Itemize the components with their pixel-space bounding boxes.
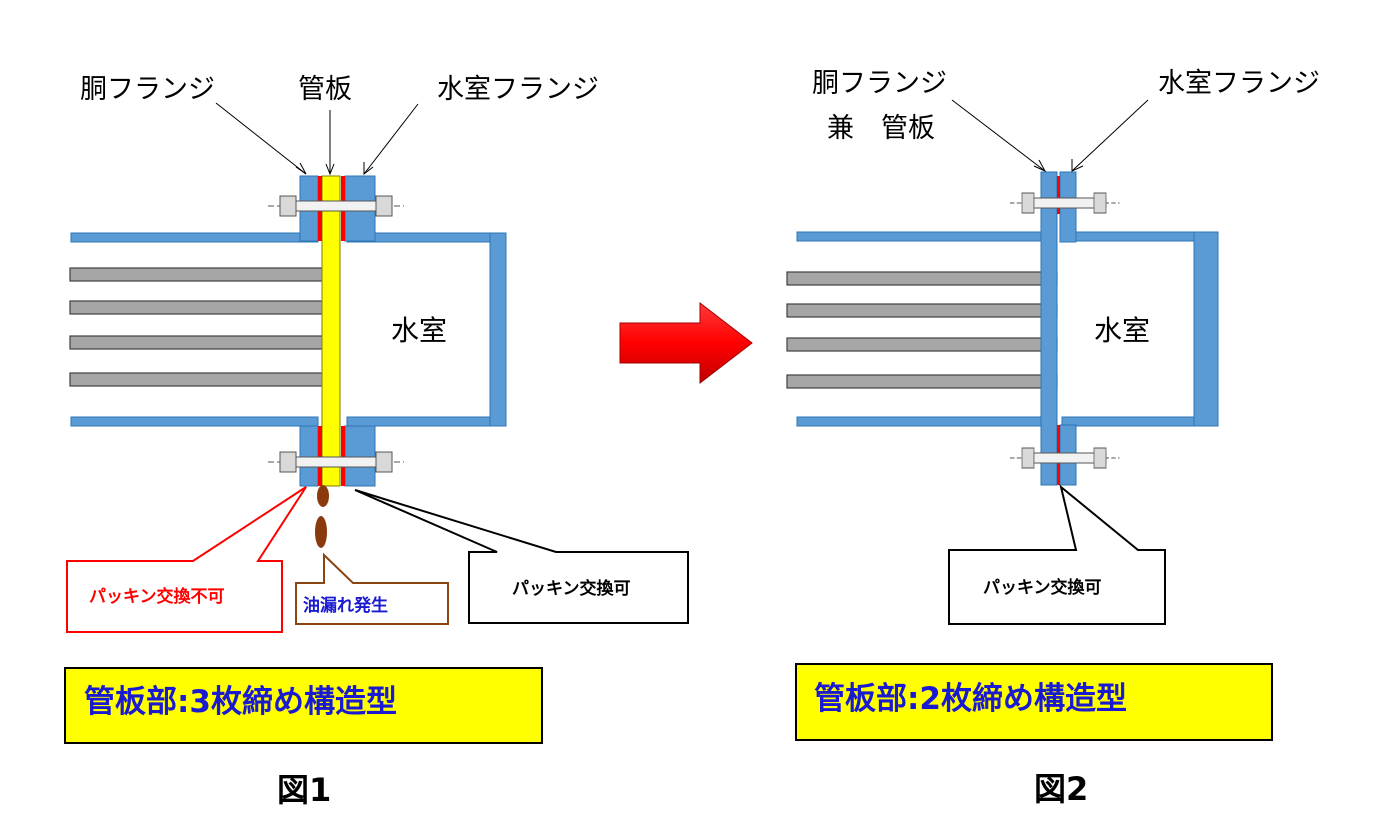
leader-line (215, 102, 307, 175)
label-channel-flange: 水室フランジ (437, 74, 599, 105)
label-tube-sheet: 管板 (298, 74, 352, 105)
tube (69, 267, 325, 282)
caption-figure-1: 図1 (277, 771, 331, 809)
callout-oil-leak-text: 油漏れ発生 (303, 595, 388, 616)
channel-flange-lower (344, 425, 376, 487)
channel-end-cover (1193, 231, 1219, 427)
label-water-chamber: 水室 (391, 314, 447, 347)
tube (786, 271, 1058, 286)
leader-arrowhead (325, 163, 335, 176)
channel-bottom-wall (346, 416, 493, 427)
label-shell-flange-tube-sheet-line2: 兼 管板 (827, 113, 935, 144)
label-shell-flange-tube-sheet-line1: 胴フランジ (812, 68, 947, 99)
channel-top-wall (1061, 231, 1197, 242)
figure-2: 胴フランジ 兼 管板 水室フランジ 水室 パッキン交換可 管板部:2枚締め構造型… (786, 68, 1320, 808)
shell-lower-wall (796, 416, 1044, 427)
shell-upper-wall (70, 232, 319, 243)
callout-packing-replaceable-box (354, 489, 689, 624)
callout-packing-not-replaceable-box (66, 486, 307, 633)
shell-flange-tube-sheet (1040, 171, 1058, 486)
tube (69, 300, 325, 315)
channel-end-cover (489, 232, 507, 427)
leader-arrowhead (1033, 159, 1047, 173)
callout-packing-replaceable-text: パッキン交換可 (512, 578, 631, 599)
tube (69, 335, 325, 350)
leader-line (951, 99, 1046, 172)
label-channel-flange: 水室フランジ (1158, 68, 1320, 99)
oil-drop (315, 516, 327, 548)
oil-drop (317, 485, 329, 507)
shell-flange-lower (299, 425, 319, 487)
shell-lower-wall (70, 416, 319, 427)
bolt-upper (1010, 192, 1120, 214)
tube (69, 372, 325, 387)
figure-1: 胴フランジ 管板 水室フランジ 水室 パッキン交換不可 油漏れ発生 パッキン交換… (64, 74, 689, 809)
tube (786, 303, 1058, 318)
shell-upper-wall (796, 231, 1044, 242)
tube-sheet (321, 175, 341, 487)
callout-oil-leak-box (295, 552, 449, 625)
gasket (318, 426, 322, 486)
caption-figure-2: 図2 (1034, 770, 1088, 808)
label-shell-flange: 胴フランジ (80, 74, 215, 105)
bolt-upper (268, 195, 404, 217)
callout-packing-not-replaceable-text: パッキン交換不可 (89, 586, 225, 607)
leader-arrowhead (295, 162, 307, 175)
callout-packing-replaceable-text: パッキン交換可 (983, 577, 1102, 598)
transition-arrow (619, 301, 753, 385)
leader-arrowhead (1071, 159, 1084, 172)
callout-packing-replaceable-box (948, 484, 1166, 625)
title-box-2 (795, 663, 1273, 741)
title-figure-2: 管板部:2枚締め構造型 (814, 681, 1127, 717)
gasket (341, 426, 345, 486)
bolt-lower (1010, 447, 1120, 469)
bolt-lower (268, 451, 404, 473)
leader-line (363, 103, 419, 175)
title-box-1 (64, 667, 543, 744)
leader-line (1071, 99, 1149, 172)
gasket (1057, 176, 1060, 214)
tube (786, 374, 1058, 389)
label-water-chamber: 水室 (1094, 314, 1150, 347)
tube (786, 337, 1058, 352)
channel-bottom-wall (1061, 416, 1197, 427)
title-figure-1: 管板部:3枚締め構造型 (84, 684, 397, 720)
leader-arrowhead (363, 162, 374, 176)
